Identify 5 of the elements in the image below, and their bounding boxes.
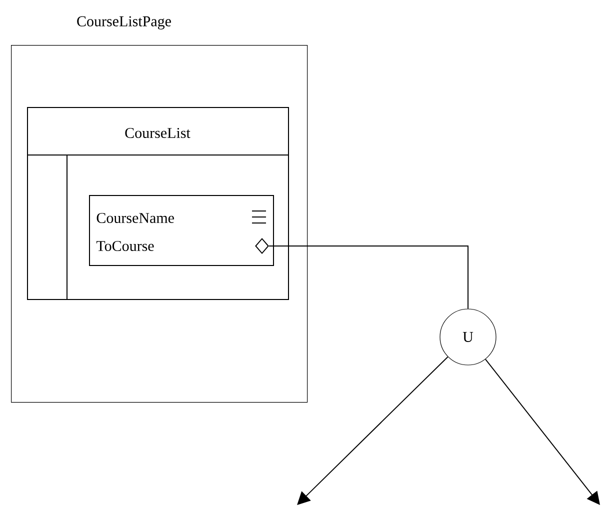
connector (297, 356, 448, 505)
attribute-box: CourseName ToCourse (89, 195, 274, 266)
node-label: CourseListPage (77, 16, 171, 30)
connector (268, 246, 468, 310)
connector (485, 358, 600, 505)
